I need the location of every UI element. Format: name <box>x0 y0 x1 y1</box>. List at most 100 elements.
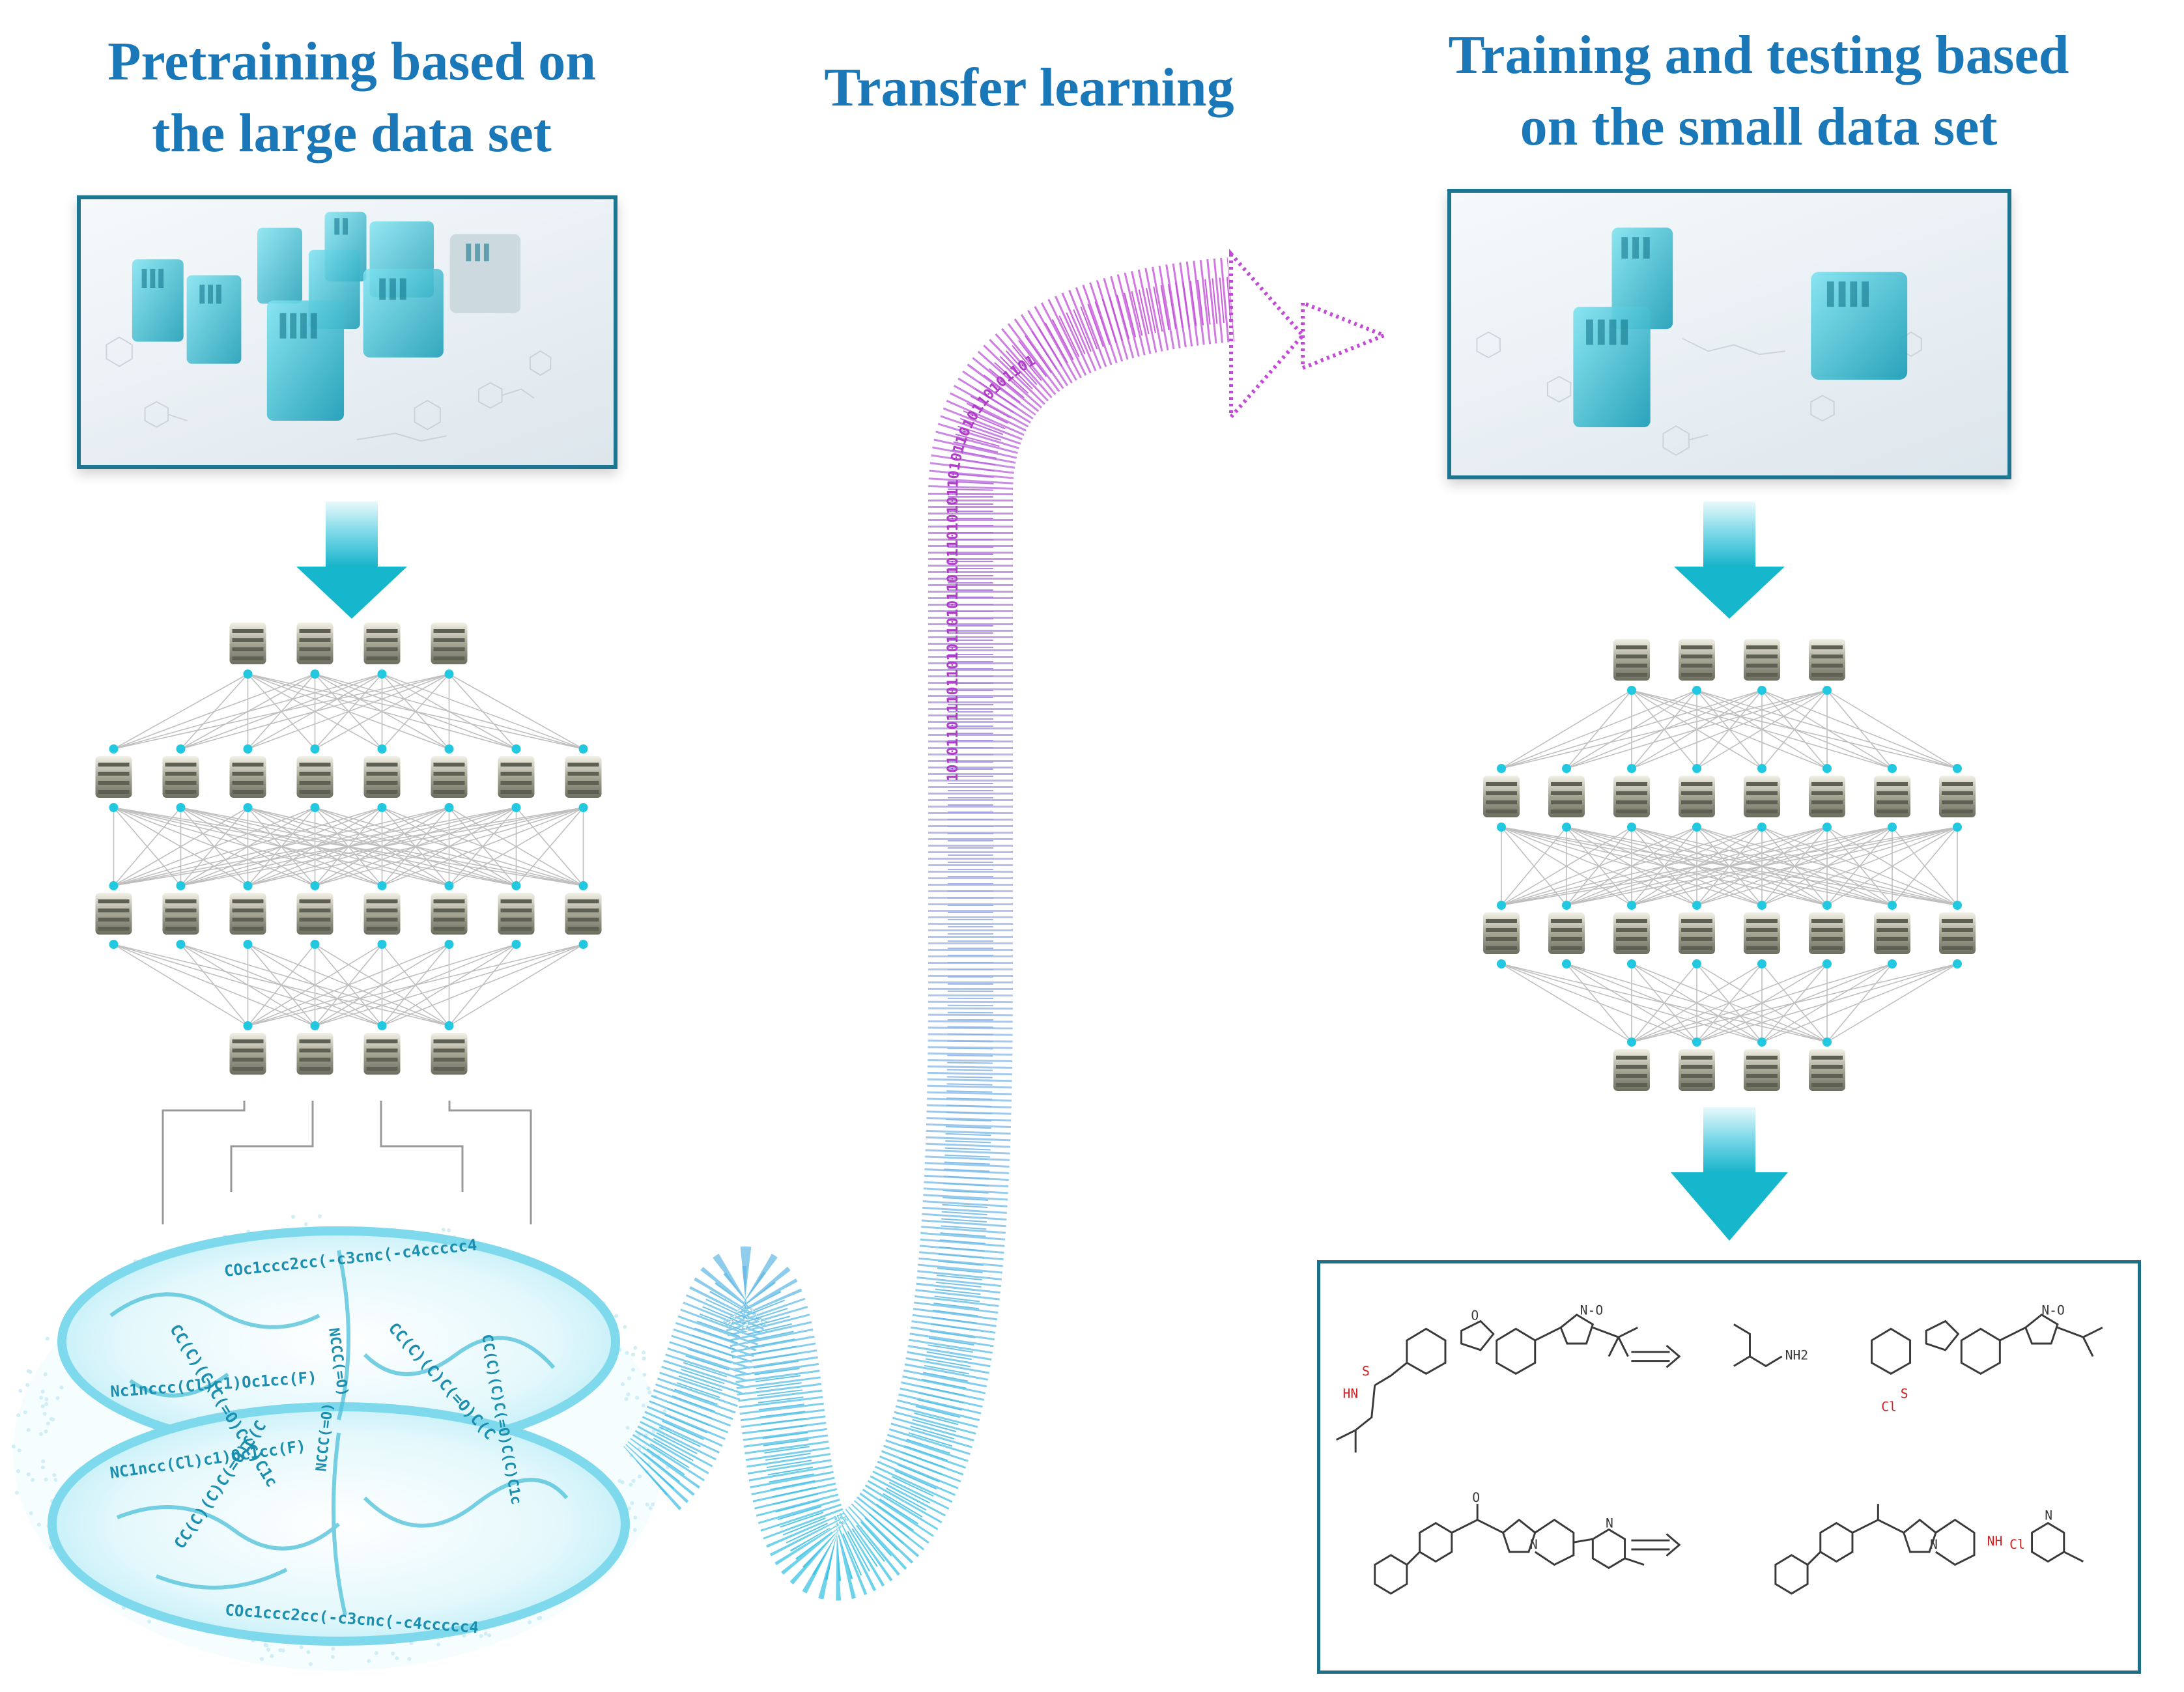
neuron-dot <box>445 940 454 949</box>
server-node-icon <box>1613 639 1650 681</box>
halo-dot <box>27 1428 31 1432</box>
halo-dot <box>39 1396 43 1400</box>
neuron-dot <box>1497 823 1506 832</box>
server-node-icon <box>230 893 266 935</box>
server-node-icon <box>1939 912 1976 954</box>
halo-dot <box>147 1620 151 1624</box>
halo-dot <box>624 1397 628 1401</box>
halo-dot <box>645 1502 649 1506</box>
atom-label: S <box>1901 1387 1908 1402</box>
halo-dot <box>538 1616 542 1620</box>
halo-dot <box>41 1465 45 1469</box>
network-connections <box>1501 690 1957 1042</box>
atom-label: N <box>1530 1537 1538 1552</box>
binary-data-stream: 1010110111011010110101101011010101101011… <box>651 254 1384 1558</box>
halo-dot <box>16 1469 20 1473</box>
atom-label: N <box>2045 1508 2052 1523</box>
server-node-icon <box>1679 639 1715 681</box>
halo-dot <box>12 1445 16 1448</box>
halo-dot <box>626 1392 630 1396</box>
neuron-dot <box>445 744 454 754</box>
neuron-dot <box>1757 959 1766 968</box>
neuron-dot <box>311 670 320 679</box>
server-node-icon <box>1548 912 1585 954</box>
server-node-icon <box>1483 776 1520 817</box>
neuron-dot <box>1627 959 1636 968</box>
halo-dot <box>375 1651 378 1655</box>
atom-label: N-O <box>1580 1303 1604 1318</box>
halo-dot <box>260 1657 264 1661</box>
neuron-dot <box>1822 764 1832 773</box>
network-connections <box>114 674 584 1026</box>
neuron-dot <box>244 881 253 890</box>
server-node-icon <box>431 1033 468 1075</box>
halo-dot <box>642 1403 645 1407</box>
halo-dot <box>638 1474 642 1478</box>
neuron-dot <box>1822 823 1832 832</box>
pretraining-neural-network <box>96 623 602 1075</box>
server-node-icon <box>1809 639 1845 681</box>
arrow-down-icon <box>296 501 407 619</box>
server-node-icon <box>364 893 401 935</box>
halo-dot <box>646 1387 650 1390</box>
neuron-dot <box>1888 901 1897 910</box>
atom-label: Cl <box>2009 1537 2025 1552</box>
neuron-dot <box>512 803 521 812</box>
neuron-dot <box>1627 686 1636 695</box>
halo-dot <box>623 1325 627 1329</box>
neuron-dot <box>1562 764 1571 773</box>
neuron-dot <box>378 1021 387 1030</box>
neuron-dot <box>244 744 253 754</box>
server-node-icon <box>297 1033 333 1075</box>
halo-dot <box>621 1382 625 1386</box>
neuron-dot <box>378 670 387 679</box>
server-node-icon <box>297 623 333 664</box>
halo-dot <box>44 1430 48 1433</box>
neuron-dot <box>1497 959 1506 968</box>
neuron-dot <box>1692 823 1701 832</box>
neuron-dot <box>579 803 588 812</box>
halo-dot <box>306 1650 310 1654</box>
server-node-icon <box>1744 639 1780 681</box>
halo-dot <box>631 1353 635 1357</box>
halo-dot <box>331 1655 335 1659</box>
neuron-dot <box>445 881 454 890</box>
halo-dot <box>37 1523 41 1527</box>
halo-dot <box>59 1385 63 1389</box>
halo-dot <box>55 1396 59 1400</box>
server-node-icon <box>364 1033 401 1075</box>
halo-dot <box>318 1215 322 1219</box>
halo-dot <box>528 1620 532 1624</box>
halo-dot <box>649 1506 653 1510</box>
halo-dot <box>642 1357 646 1361</box>
halo-dot <box>407 1657 411 1661</box>
halo-dot <box>633 1346 637 1350</box>
halo-dot <box>29 1511 33 1515</box>
halo-dot <box>16 1413 20 1417</box>
server-node-icon <box>163 893 199 935</box>
neuron-dot <box>445 670 454 679</box>
atom-label: N <box>1606 1516 1613 1531</box>
binary-stream-text: 1010110111011010110101101011010101101011… <box>945 352 1038 782</box>
neuron-dot <box>109 744 119 754</box>
halo-dot <box>630 1501 634 1505</box>
halo-dot <box>479 1634 483 1638</box>
halo-dot <box>367 1659 371 1663</box>
neuron-dot <box>579 940 588 949</box>
server-node-icon <box>1613 1049 1650 1091</box>
halo-dot <box>635 1396 639 1400</box>
neuron-dot <box>1888 959 1897 968</box>
neuron-dot <box>1627 823 1636 832</box>
neuron-dot <box>1953 959 1962 968</box>
neuron-dot <box>177 881 186 890</box>
neuron-dot <box>177 803 186 812</box>
neuron-dot <box>512 940 521 949</box>
server-node-icon <box>1613 912 1650 954</box>
neuron-dot <box>1627 764 1636 773</box>
atom-label: Cl <box>1881 1399 1897 1414</box>
neuron-dot <box>1627 901 1636 910</box>
server-node-icon <box>163 756 199 798</box>
neuron-dot <box>512 744 521 754</box>
neuron-dot <box>311 1021 320 1030</box>
halo-dot <box>266 1648 270 1652</box>
